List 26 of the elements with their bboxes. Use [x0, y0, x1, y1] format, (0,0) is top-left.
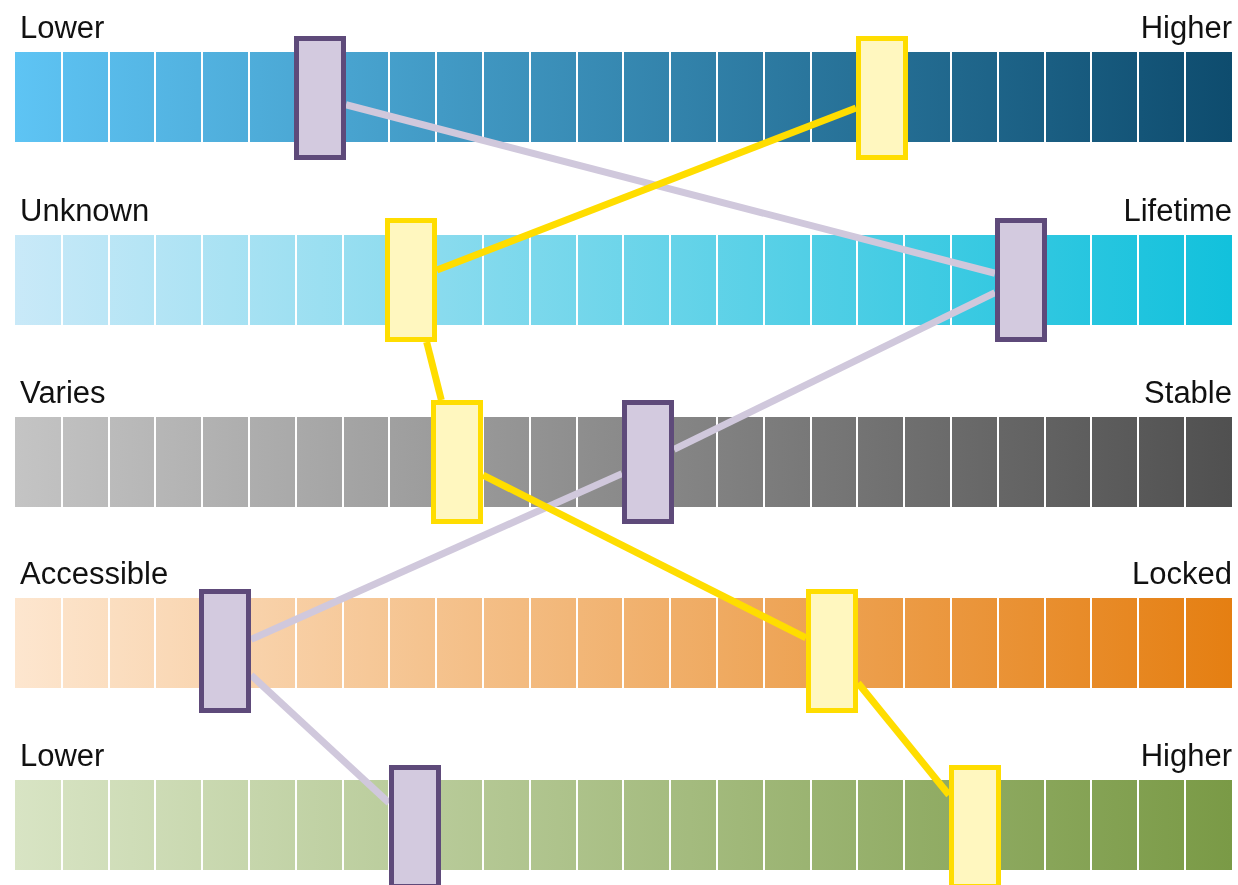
slider-marker [431, 400, 483, 524]
slider-marker [806, 589, 858, 713]
scale-end-label: Stable [1144, 375, 1232, 411]
connector-line [672, 289, 997, 453]
slider-marker [856, 36, 908, 160]
slider-marker [199, 589, 251, 713]
slider-marker [294, 36, 346, 160]
scale-end-label: Unknown [20, 193, 150, 229]
slider-marker [385, 218, 437, 342]
scale-end-label: Lower [20, 10, 105, 46]
connector-line [345, 101, 996, 277]
slider-marker [389, 765, 441, 885]
connector-line [435, 104, 858, 274]
scale-end-label: Locked [1132, 556, 1232, 592]
scale-end-label: Higher [1140, 10, 1232, 46]
scale-end-label: Lifetime [1123, 193, 1232, 229]
connector-line [481, 471, 808, 642]
connector-line [423, 341, 445, 401]
scale-end-label: Higher [1140, 738, 1232, 774]
scale-end-label: Varies [20, 375, 106, 411]
scale-end-label: Lower [20, 738, 105, 774]
slider-marker [995, 218, 1047, 342]
slider-marker [622, 400, 674, 524]
scale-end-label: Accessible [20, 556, 169, 592]
slider-marker [949, 765, 1001, 885]
connector-line [249, 470, 624, 643]
